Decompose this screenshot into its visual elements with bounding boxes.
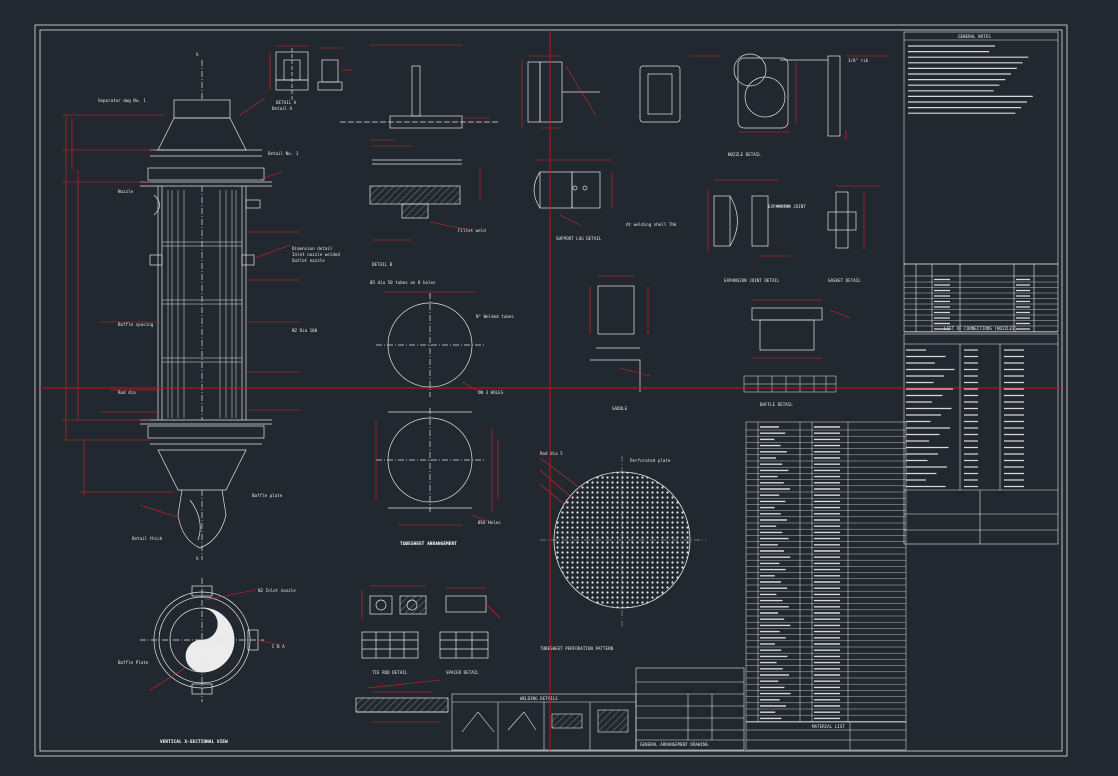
spacer-title: SPACER DETAIL	[446, 670, 479, 675]
welding-panel	[451, 693, 637, 751]
svg-text:Dimension detail: Dimension detail	[292, 246, 333, 251]
drawing-title: GENERAL ARRANGEMENT DRAWING	[640, 742, 709, 747]
svg-text:Detail A: Detail A	[272, 106, 293, 111]
tie-rod-title: TIE ROD DETAIL	[372, 670, 408, 675]
material-list-title: MATERIAL LIST	[812, 724, 845, 729]
svg-text:N2 Dia 100: N2 Dia 100	[292, 328, 318, 333]
saddle-title: SADDLE	[612, 406, 628, 411]
vertical-view	[140, 60, 272, 560]
nozzle-list-rows	[904, 278, 1058, 488]
notes-title: GENERAL NOTES	[958, 34, 991, 39]
svg-text:C B A: C B A	[272, 644, 285, 649]
saddle-table	[743, 375, 837, 393]
tubesheet-title: TUBESHEET ARRANGEMENT	[400, 541, 457, 547]
weld-detail-small	[355, 697, 449, 713]
svg-text:A: A	[196, 52, 199, 57]
svg-text:Baffle spacing: Baffle spacing	[118, 322, 154, 327]
svg-text:Detail thick: Detail thick	[132, 536, 163, 541]
title-strip	[635, 667, 745, 751]
svg-text:EXPANSION JOINT: EXPANSION JOINT	[768, 204, 806, 209]
nozzle-table-title: LIST OF CONNECTIONS (NOZZLES)	[944, 326, 1017, 331]
svg-text:A: A	[196, 556, 199, 561]
svg-text:Inlet nozzle welded: Inlet nozzle welded	[292, 252, 340, 257]
material-list-table	[745, 421, 907, 751]
svg-text:Detail No. 1: Detail No. 1	[268, 151, 299, 156]
svg-text:Baffle plate: Baffle plate	[252, 493, 283, 498]
svg-text:3/8" rib: 3/8" rib	[848, 58, 869, 63]
nozzle-detail	[527, 53, 841, 137]
tie-rod-detail	[361, 595, 489, 659]
expansion-title: EXPANSION JOINT DETAIL	[724, 278, 780, 283]
svg-text:Rod dia 5: Rod dia 5	[540, 451, 563, 456]
detail-a	[275, 48, 343, 100]
support-lug	[533, 171, 601, 209]
general-notes-lines	[908, 45, 1033, 114]
detail-a-dims	[269, 45, 352, 90]
svg-text:ON 3 HOLES: ON 3 HOLES	[478, 390, 504, 395]
tubesheet-views	[376, 293, 484, 512]
nozzle-detail-dims	[521, 55, 888, 140]
perforated-plate-dims	[539, 457, 581, 506]
svg-text:Ø3 dia 50 tubes on 8 holes: Ø3 dia 50 tubes on 8 holes	[370, 280, 436, 285]
svg-text:N° Welded tubes: N° Welded tubes	[476, 314, 514, 319]
expansion-joint	[713, 191, 857, 249]
detail-a-title: DETAIL A	[276, 100, 297, 105]
detail-b	[340, 65, 500, 219]
support-lug-title: SUPPORT LUG DETAIL	[556, 236, 602, 241]
right-panel	[903, 31, 1059, 545]
section-view	[140, 578, 264, 702]
vertical-view-labels: Separator dwg No. 1 Detail No. 1 Dimensi…	[98, 52, 340, 561]
tubesheet-dims	[375, 291, 499, 526]
svg-text:Rod dia: Rod dia	[118, 390, 136, 395]
detail-b-title: DETAIL B	[372, 262, 393, 267]
baffle-title: BAFFLE DETAIL	[760, 402, 793, 407]
svg-text:N2 Inlet nozzle: N2 Inlet nozzle	[258, 588, 296, 593]
svg-text:Ø16 Holes: Ø16 Holes	[478, 520, 501, 525]
perforated-plate	[540, 456, 706, 628]
svg-text:Outlet nozzle: Outlet nozzle	[292, 258, 325, 263]
svg-text:At welding shell Thk: At welding shell Thk	[626, 222, 677, 227]
main-view-title: VERTICAL X-SECTIONAL VIEW	[160, 739, 228, 745]
svg-text:Nozzle: Nozzle	[118, 189, 134, 194]
svg-text:Fillet weld: Fillet weld	[458, 228, 486, 233]
welding-title: WELDING DETAILS	[520, 696, 558, 701]
svg-text:Separator dwg No. 1: Separator dwg No. 1	[98, 98, 146, 103]
nozzle-title: NOZZLE DETAIL	[728, 152, 761, 157]
saddle	[590, 285, 823, 392]
crosshair-cursor	[40, 30, 1062, 751]
sheet-frame	[34, 24, 1068, 757]
vertical-view-dims	[62, 97, 300, 519]
svg-text:Perforated plate: Perforated plate	[630, 458, 671, 463]
svg-text:Baffle Plate: Baffle Plate	[118, 660, 149, 665]
detail-b-dims	[370, 44, 490, 241]
section-view-dims	[149, 589, 281, 691]
svg-text:TUBESHEET PERFORATION PATTERN: TUBESHEET PERFORATION PATTERN	[540, 646, 614, 651]
section-view-labels: N2 Inlet nozzle Baffle Plate C B A VERTI…	[118, 588, 296, 745]
gasket-title: GASKET DETAIL	[828, 278, 861, 283]
